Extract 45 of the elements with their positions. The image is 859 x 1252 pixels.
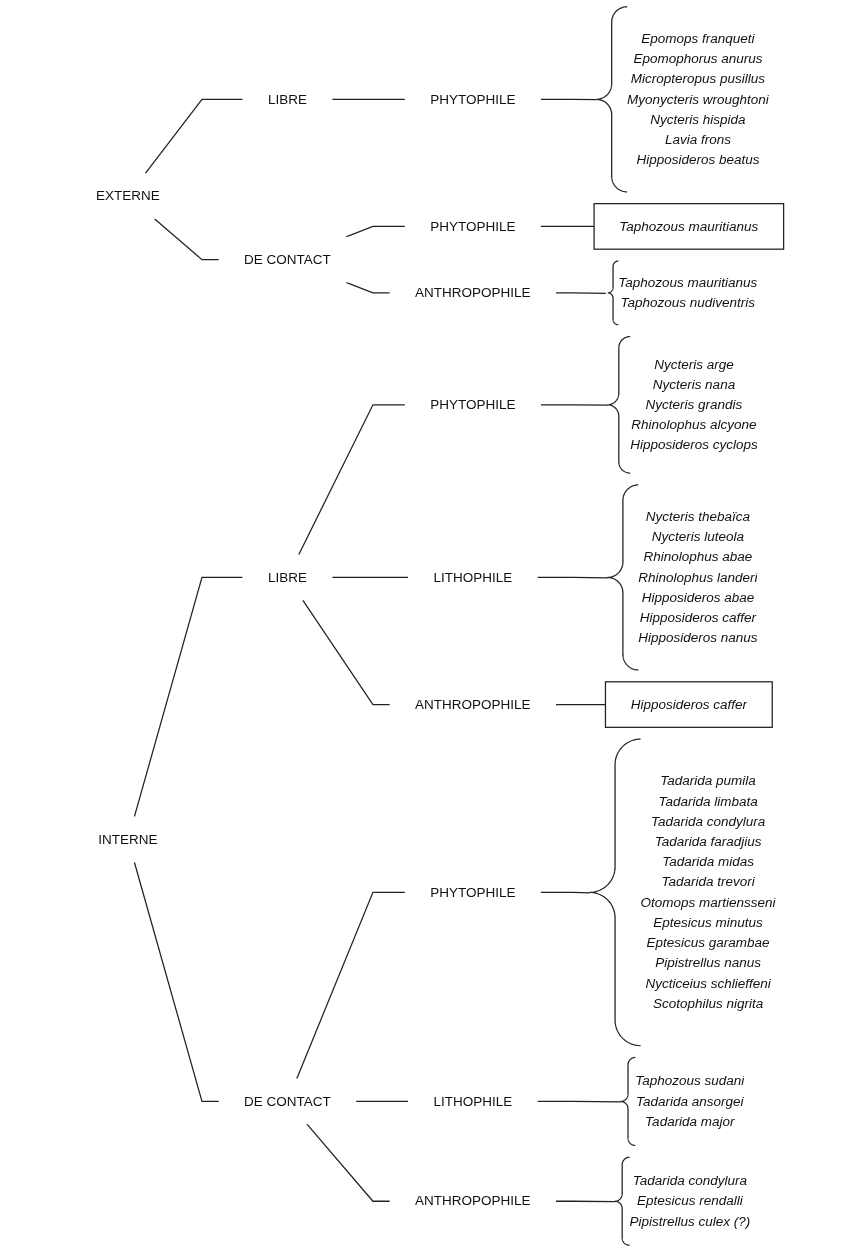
connector (540, 404, 609, 406)
node-text: Tadarida pumila Tadarida limbata Tadarida condylura Tadarida faradjius Tadarida midas Tadarida trevori Otomops martiensseni Eptesicus minutus Eptesicus garambae Pipistrellus nanus Nycticeius schlieffeni Scotophilus nigrita (640, 773, 776, 1011)
connector (302, 599, 391, 706)
connector (133, 576, 244, 818)
node-text: Taphozous mauritianus Taphozous nudiventris (618, 275, 758, 310)
node-text: LITHOPHILE (433, 1093, 513, 1109)
node-text: ANTHROPOPHILE (415, 285, 531, 300)
node-text: EXTERNE (96, 188, 160, 203)
node-text: PHYTOPHILE (430, 397, 516, 412)
connector (331, 576, 409, 579)
connector (555, 1200, 616, 1203)
node-text: Tadarida condylura Eptesicus rendalli Pipistrellus culex (?) (629, 1173, 751, 1229)
connector (144, 98, 244, 174)
node-text: LIBRE (267, 91, 307, 107)
connector (133, 861, 220, 1103)
connector (536, 1100, 622, 1103)
node-text: INTERNE (98, 831, 158, 847)
connector (540, 98, 598, 101)
node-text: DE CONTACT (244, 252, 331, 267)
connector (536, 576, 609, 579)
node-text: ANTHROPOPHILE (415, 1193, 531, 1208)
node-text: Nycteris arge Nycteris nana Nycteris grandis Rhinolophus alcyone Hipposideros cyclops (630, 356, 758, 453)
node-box: Taphozous mauritianus (593, 203, 785, 250)
node-text: Epomops franqueti Epomophorus anurus Micropteropus pusillus Myonycteris wroughtoni Nycteris hispida Lavia frons Hipposideros beatus (627, 31, 769, 167)
node-text: ANTHROPOPHILE (415, 696, 531, 712)
node-text: DE CONTACT (244, 1093, 331, 1109)
connector (331, 98, 406, 100)
node-text: Nycteris thebaïca Nycteris luteola Rhinolophus abae Rhinolophus landeri Hipposideros abae Hipposideros caffer Hipposideros nanus (638, 509, 758, 645)
connector (306, 1123, 391, 1202)
node-text: PHYTOPHILE (430, 218, 516, 234)
node-text: Taphozous sudani Tadarida ansorgei Tadarida major (635, 1073, 745, 1129)
connector (345, 281, 391, 294)
connector (345, 225, 406, 238)
connector (153, 218, 220, 261)
connector (555, 292, 607, 294)
connector (296, 891, 406, 1080)
node-text: LITHOPHILE (433, 569, 513, 585)
node-text: PHYTOPHILE (430, 884, 516, 900)
node-text: LIBRE (267, 569, 307, 585)
connector (355, 1100, 409, 1103)
node-box: Hipposideros caffer (604, 681, 773, 728)
connector (298, 404, 406, 556)
connector (540, 225, 595, 228)
connector (540, 891, 591, 894)
node-text: PHYTOPHILE (430, 91, 516, 107)
